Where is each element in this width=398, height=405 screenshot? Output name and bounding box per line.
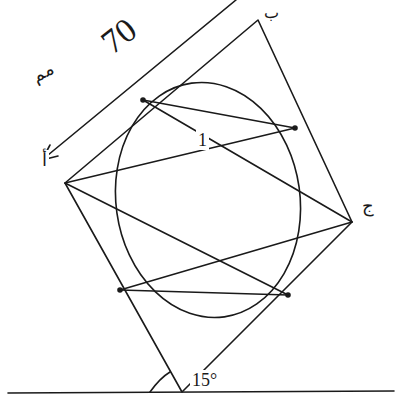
rectangle-outline bbox=[65, 20, 352, 392]
construction-line bbox=[120, 290, 288, 295]
unit-label: مم bbox=[27, 57, 60, 87]
construction-line bbox=[65, 183, 288, 295]
angle-label: 15° bbox=[190, 370, 219, 390]
construction-line bbox=[120, 222, 352, 290]
ground-line bbox=[8, 391, 394, 393]
construction-line bbox=[143, 100, 295, 128]
region-number: 1 bbox=[196, 130, 209, 150]
construction-line bbox=[65, 128, 295, 183]
construction-line bbox=[143, 100, 352, 222]
vertex-letter: ب bbox=[262, 4, 281, 22]
angle-arc bbox=[150, 372, 170, 392]
vertex-letter: أ bbox=[40, 150, 49, 170]
dimension-value: 70 bbox=[93, 10, 145, 62]
ellipse-outline bbox=[100, 70, 315, 329]
vertex-letter: ج bbox=[360, 196, 376, 216]
dimension-line bbox=[42, 0, 236, 160]
